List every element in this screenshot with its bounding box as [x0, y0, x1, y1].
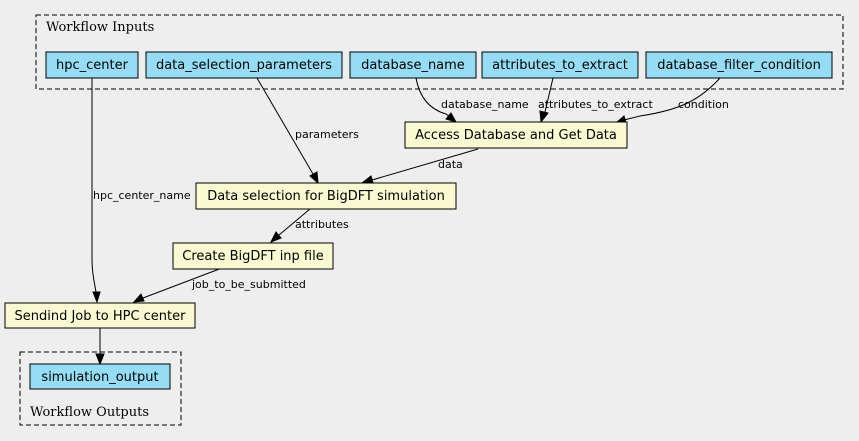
input-node-attributes-to-extract-label: attributes_to_extract: [492, 58, 628, 73]
edge-hpc-center-name: [91, 78, 97, 293]
edge-attributes: [278, 208, 311, 236]
edge-label-condition: condition: [678, 98, 729, 111]
edges: database_name attributes_to_extract cond…: [91, 77, 729, 366]
input-node-attributes-to-extract[interactable]: attributes_to_extract: [481, 51, 639, 79]
edge-label-hpc-center-name: hpc_center_name: [93, 189, 191, 202]
edge-attributes-to-extract-arrowhead: [539, 110, 549, 124]
output-node-simulation-output[interactable]: simulation_output: [29, 363, 171, 390]
edge-data-arrowhead: [360, 175, 374, 184]
edge-label-attributes: attributes: [295, 218, 349, 231]
edge-label-database-name: database_name: [441, 98, 529, 111]
step-node-data-selection-label: Data selection for BigDFT simulation: [207, 189, 445, 204]
workflow-outputs-title: Workflow Outputs: [30, 405, 149, 420]
step-node-send-job[interactable]: Sendind Job to HPC center: [4, 302, 196, 329]
edge-label-data: data: [438, 158, 463, 171]
edge-attributes-to-extract: [544, 77, 554, 113]
edge-label-parameters: parameters: [295, 128, 359, 141]
step-node-send-job-label: Sendind Job to HPC center: [15, 309, 187, 324]
edge-parameters-arrowhead: [309, 171, 319, 185]
input-node-hpc-center-label: hpc_center: [56, 58, 129, 73]
edge-to-simulation-output-arrowhead: [95, 353, 105, 366]
step-node-access-database-label: Access Database and Get Data: [415, 128, 617, 143]
edge-attributes-arrowhead: [269, 231, 282, 243]
step-node-data-selection[interactable]: Data selection for BigDFT simulation: [195, 182, 457, 210]
edge-database-name-arrowhead: [445, 112, 458, 123]
output-node-simulation-output-label: simulation_output: [41, 370, 158, 385]
input-node-data-selection-parameters[interactable]: data_selection_parameters: [145, 51, 343, 79]
edge-label-attributes-to-extract: attributes_to_extract: [538, 98, 653, 111]
step-node-create-inp[interactable]: Create BigDFT inp file: [172, 242, 334, 270]
step-node-create-inp-label: Create BigDFT inp file: [182, 249, 323, 264]
edge-condition: [623, 77, 721, 121]
workflow-inputs-title: Workflow Inputs: [46, 20, 154, 35]
edge-hpc-center-name-arrowhead: [92, 291, 101, 304]
edge-parameters: [256, 77, 314, 175]
edge-data: [371, 148, 479, 181]
step-node-access-database[interactable]: Access Database and Get Data: [404, 121, 628, 149]
input-node-database-filter-condition[interactable]: database_filter_condition: [645, 51, 833, 79]
input-node-database-name[interactable]: database_name: [349, 51, 477, 79]
edge-database-name: [415, 77, 451, 118]
input-node-database-name-label: database_name: [361, 58, 465, 73]
edge-label-job-to-be-submitted: job_to_be_submitted: [191, 278, 306, 291]
input-node-data-selection-parameters-label: data_selection_parameters: [156, 58, 332, 73]
input-node-database-filter-condition-label: database_filter_condition: [657, 58, 821, 73]
edge-job-to-be-submitted-arrowhead: [132, 293, 145, 303]
input-node-hpc-center[interactable]: hpc_center: [45, 51, 139, 79]
workflow-inputs-cluster: Workflow Inputs: [35, 14, 844, 90]
edge-job-to-be-submitted: [142, 267, 223, 299]
